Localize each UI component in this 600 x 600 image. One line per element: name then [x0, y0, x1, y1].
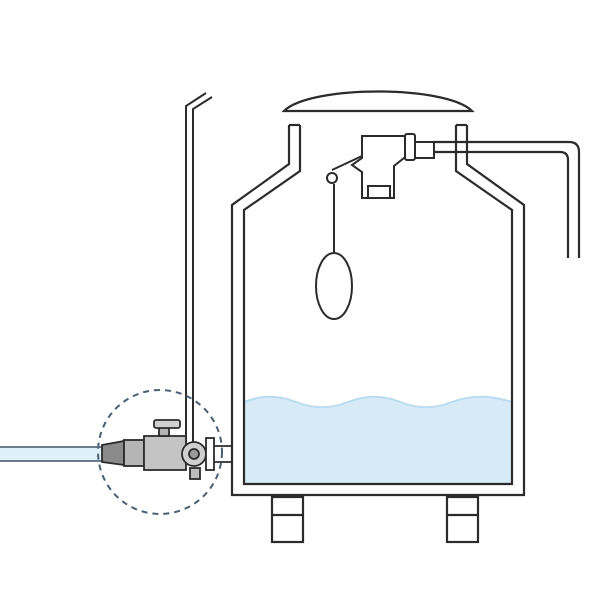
- hose-adapter: [101, 439, 125, 467]
- float-valve-outlet: [367, 185, 391, 199]
- tank-inner-wall: [242, 125, 514, 486]
- valve-handle: [153, 419, 181, 429]
- tank-leg-right: [445, 495, 480, 544]
- float-valve-body: [350, 135, 435, 199]
- vent-pipe: [185, 92, 213, 442]
- tank-shell: [230, 123, 526, 497]
- tank-legs: [270, 495, 480, 544]
- float-arm: [331, 155, 363, 171]
- float-valve-nut: [404, 133, 416, 161]
- float-ball: [315, 252, 353, 320]
- valve-bottom-nub: [189, 467, 201, 480]
- tank-outer-wall: [230, 125, 526, 497]
- drain-valve: [101, 419, 232, 480]
- float-pivot: [326, 172, 338, 184]
- focus-circle: [97, 389, 223, 515]
- supply-pipe: [433, 140, 581, 258]
- water-surface: [243, 395, 513, 409]
- valve-body: [143, 435, 187, 471]
- water-fill: [244, 396, 512, 484]
- float-valve: [315, 133, 435, 320]
- flange-connector: [205, 437, 215, 471]
- tank-leg-left: [270, 495, 305, 544]
- valve-union-core: [188, 448, 200, 460]
- adapter-collar: [123, 439, 145, 467]
- tank-lid: [281, 90, 475, 113]
- water-body: [243, 395, 513, 484]
- drain-hose: [0, 446, 102, 462]
